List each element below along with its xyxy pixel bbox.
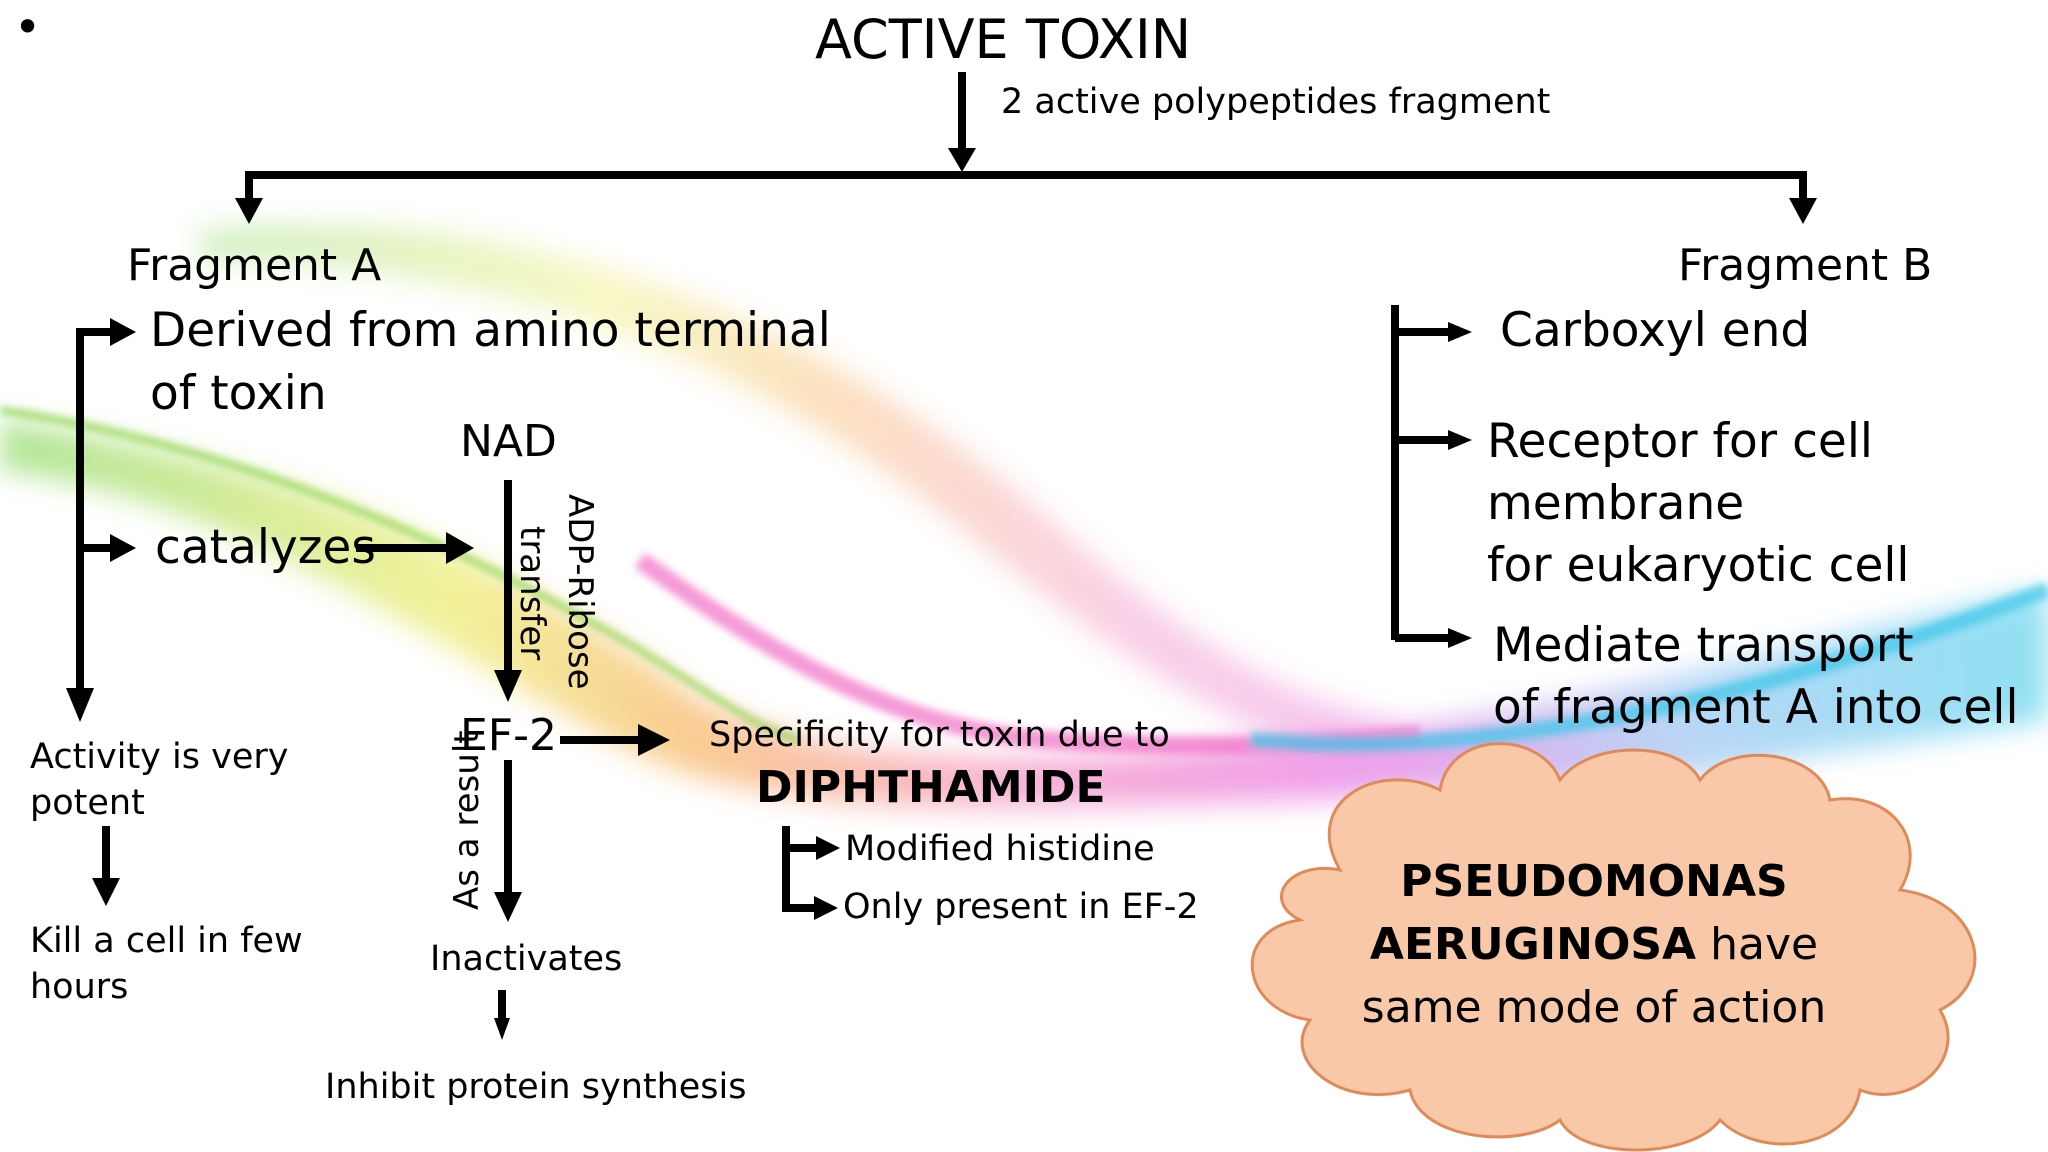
only-present-arrowhead xyxy=(814,896,838,920)
cloud-bold-line-2: AERUGINOSA xyxy=(1369,919,1697,970)
nad-column-arrowhead xyxy=(446,532,474,564)
diphthamide-label: DIPHTHAMIDE xyxy=(756,762,1106,813)
as-a-result-label: As a result xyxy=(447,730,487,910)
derived-arrowhead xyxy=(110,318,136,346)
mediate-arrowhead xyxy=(1448,628,1472,648)
activity-arrowhead xyxy=(66,688,94,722)
specificity-label: Specificity for toxin due to xyxy=(709,715,1170,755)
carboxyl-label: Carboxyl end xyxy=(1500,303,1811,358)
inactivates-arrowhead xyxy=(494,892,522,922)
mediate-line-1: Mediate transport xyxy=(1493,618,1914,673)
adp-ribose-label: ADP-Ribose xyxy=(560,494,600,690)
modified-histidine-label: Modified histidine xyxy=(845,829,1155,869)
fragment-a-heading: Fragment A xyxy=(127,240,382,291)
activity-line-2: potent xyxy=(30,783,145,823)
cloud-line-2-rest: have xyxy=(1696,919,1819,970)
fragment-b-arrowhead xyxy=(1789,198,1817,224)
mediate-line-2: of fragment A into cell xyxy=(1493,680,2019,735)
receptor-line-1: Receptor for cell xyxy=(1487,414,1873,469)
title-arrowhead xyxy=(948,148,976,172)
receptor-line-2: membrane xyxy=(1487,476,1745,531)
slide-bullet: • xyxy=(14,0,42,54)
fragment-b-heading: Fragment B xyxy=(1678,240,1933,291)
cloud-bold-line-1: PSEUDOMONAS xyxy=(1400,856,1788,907)
inactivates-label: Inactivates xyxy=(430,939,623,979)
ef2-label: EF-2 xyxy=(460,710,557,761)
receptor-arrowhead xyxy=(1448,430,1472,450)
modified-arrowhead xyxy=(816,836,840,860)
catalyzes-label: catalyzes xyxy=(155,520,376,575)
cloud-text: PSEUDOMONAS AERUGINOSA have same mode of… xyxy=(1234,850,1954,1039)
kill-arrowhead xyxy=(92,878,120,906)
cloud-line-3: same mode of action xyxy=(1361,982,1827,1033)
catalyzes-arrowhead xyxy=(110,534,136,562)
only-present-label: Only present in EF-2 xyxy=(843,887,1199,927)
transfer-label: transfer xyxy=(512,526,552,661)
kill-line-1: Kill a cell in few xyxy=(30,921,303,961)
activity-line-1: Activity is very xyxy=(30,737,289,777)
slide-title: ACTIVE TOXIN xyxy=(815,8,1192,71)
inhibit-label: Inhibit protein synthesis xyxy=(325,1067,747,1107)
receptor-line-3: for eukaryotic cell xyxy=(1487,538,1910,593)
fragment-a-arrowhead xyxy=(235,198,263,224)
nad-label: NAD xyxy=(460,416,557,467)
derived-line-2: of toxin xyxy=(150,366,327,421)
specificity-arrowhead xyxy=(638,724,670,756)
slide-subtitle: 2 active polypeptides fragment xyxy=(1001,82,1551,122)
kill-line-2: hours xyxy=(30,967,129,1007)
derived-line-1: Derived from amino terminal xyxy=(150,303,831,358)
carboxyl-arrowhead xyxy=(1448,322,1472,342)
ef2-arrowhead xyxy=(494,670,522,702)
inhibit-arrowhead xyxy=(494,1018,510,1040)
cloud-callout xyxy=(1250,742,1977,1152)
